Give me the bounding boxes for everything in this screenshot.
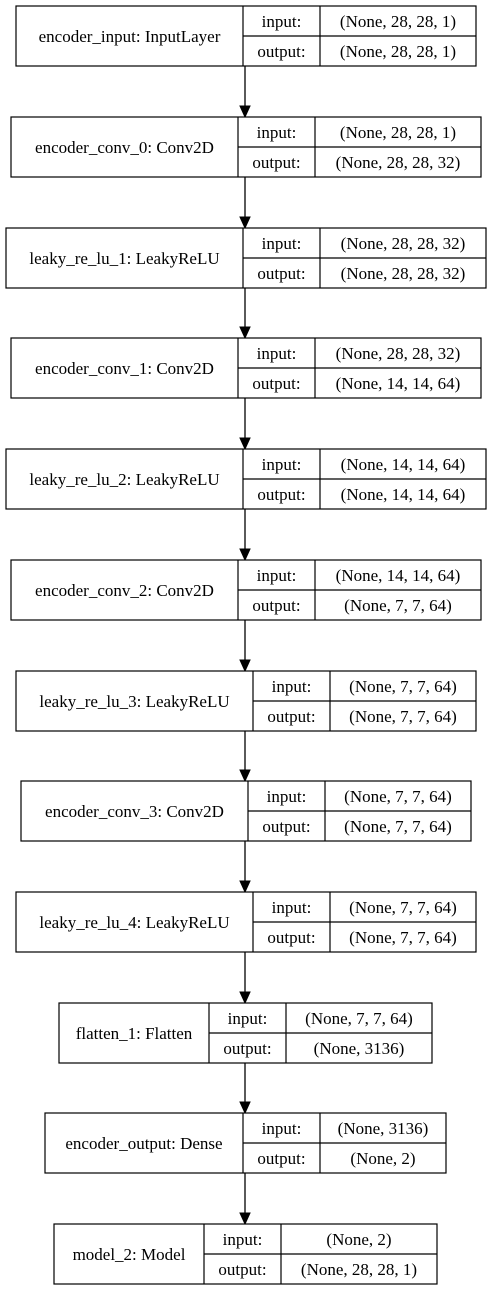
edge-arrow	[239, 66, 251, 119]
layer-node: leaky_re_lu_4: LeakyReLU input: (None, 7, …	[15, 891, 477, 953]
input-label: input:	[228, 1009, 268, 1028]
input-label: input:	[257, 566, 297, 585]
input-shape: (None, 7, 7, 64)	[349, 677, 457, 696]
layer-name: encoder_conv_1: Conv2D	[35, 359, 214, 378]
output-label: output:	[257, 42, 305, 61]
arrowhead	[239, 880, 251, 894]
layer-name: model_2: Model	[73, 1245, 186, 1264]
input-shape: (None, 14, 14, 64)	[336, 566, 461, 585]
output-shape: (None, 7, 7, 64)	[349, 928, 457, 947]
layer-node: encoder_conv_1: Conv2D input: (None, 28, 2…	[10, 337, 482, 399]
layer-name: encoder_input: InputLayer	[39, 27, 221, 46]
layer-name: encoder_conv_0: Conv2D	[35, 138, 214, 157]
layer-name: encoder_conv_3: Conv2D	[45, 802, 224, 821]
output-shape: (None, 28, 28, 32)	[341, 264, 466, 283]
output-shape: (None, 28, 28, 1)	[301, 1260, 417, 1279]
input-shape: (None, 28, 28, 1)	[340, 12, 456, 31]
input-label: input:	[262, 455, 302, 474]
layer-node: model_2: Model input: (None, 2) output: (Non…	[53, 1223, 438, 1285]
arrowhead	[239, 105, 251, 119]
edge-arrow	[239, 398, 251, 451]
layer-name: flatten_1: Flatten	[76, 1024, 193, 1043]
layer-node: leaky_re_lu_1: LeakyReLU input: (None, 28,…	[5, 227, 487, 289]
layer-node: encoder_conv_0: Conv2D input: (None, 28, 2…	[10, 116, 482, 178]
layer-node: encoder_input: InputLayer input: (None, 28…	[15, 5, 477, 67]
output-label: output:	[252, 153, 300, 172]
layer-name: leaky_re_lu_2: LeakyReLU	[29, 470, 219, 489]
input-shape: (None, 7, 7, 64)	[344, 787, 452, 806]
layer-node: leaky_re_lu_2: LeakyReLU input: (None, 14,…	[5, 448, 487, 510]
layer-name: leaky_re_lu_3: LeakyReLU	[39, 692, 229, 711]
edge-arrow	[239, 620, 251, 673]
layer-name: encoder_output: Dense	[65, 1134, 222, 1153]
output-label: output:	[252, 374, 300, 393]
edge-arrow	[239, 177, 251, 230]
output-label: output:	[223, 1039, 271, 1058]
output-label: output:	[252, 596, 300, 615]
arrowhead	[239, 769, 251, 783]
input-shape: (None, 3136)	[338, 1119, 429, 1138]
layer-name: encoder_conv_2: Conv2D	[35, 581, 214, 600]
input-shape: (None, 14, 14, 64)	[341, 455, 466, 474]
arrowhead	[239, 216, 251, 230]
input-label: input:	[262, 12, 302, 31]
output-label: output:	[267, 928, 315, 947]
output-shape: (None, 14, 14, 64)	[341, 485, 466, 504]
output-shape: (None, 3136)	[314, 1039, 405, 1058]
input-label: input:	[272, 898, 312, 917]
input-shape: (None, 7, 7, 64)	[305, 1009, 413, 1028]
input-shape: (None, 28, 28, 1)	[340, 123, 456, 142]
arrowhead	[239, 1212, 251, 1226]
edge-arrow	[239, 1063, 251, 1115]
input-label: input:	[257, 344, 297, 363]
layer-node: encoder_output: Dense input: (None, 3136) o…	[44, 1112, 447, 1174]
output-shape: (None, 14, 14, 64)	[336, 374, 461, 393]
output-label: output:	[267, 707, 315, 726]
input-label: input:	[272, 677, 312, 696]
edge-arrow	[239, 841, 251, 894]
output-shape: (None, 7, 7, 64)	[349, 707, 457, 726]
layer-name: leaky_re_lu_4: LeakyReLU	[39, 913, 229, 932]
input-label: input:	[262, 1119, 302, 1138]
input-shape: (None, 2)	[326, 1230, 391, 1249]
output-shape: (None, 28, 28, 1)	[340, 42, 456, 61]
output-label: output:	[257, 264, 305, 283]
layer-node: encoder_conv_3: Conv2D input: (None, 7, 7,…	[20, 780, 472, 842]
edge-arrow	[239, 509, 251, 562]
input-shape: (None, 7, 7, 64)	[349, 898, 457, 917]
layer-node: flatten_1: Flatten input: (None, 7, 7, 64)…	[58, 1002, 433, 1064]
arrowhead	[239, 659, 251, 673]
output-label: output:	[262, 817, 310, 836]
output-shape: (None, 7, 7, 64)	[344, 596, 452, 615]
layer-name: leaky_re_lu_1: LeakyReLU	[29, 249, 219, 268]
arrowhead	[239, 991, 251, 1005]
edge-arrow	[239, 1173, 251, 1226]
input-label: input:	[257, 123, 297, 142]
input-shape: (None, 28, 28, 32)	[341, 234, 466, 253]
arrowhead	[239, 437, 251, 451]
input-label: input:	[223, 1230, 263, 1249]
output-shape: (None, 28, 28, 32)	[336, 153, 461, 172]
arrowhead	[239, 548, 251, 562]
arrowhead	[239, 1101, 251, 1115]
output-shape: (None, 7, 7, 64)	[344, 817, 452, 836]
output-shape: (None, 2)	[350, 1149, 415, 1168]
output-label: output:	[218, 1260, 266, 1279]
output-label: output:	[257, 1149, 305, 1168]
output-label: output:	[257, 485, 305, 504]
nodes: encoder_input: InputLayer input: (None, 28…	[5, 5, 487, 1285]
layer-node: encoder_conv_2: Conv2D input: (None, 14, 1…	[10, 559, 482, 621]
input-label: input:	[267, 787, 307, 806]
input-shape: (None, 28, 28, 32)	[336, 344, 461, 363]
edge-arrow	[239, 288, 251, 340]
edges	[239, 66, 251, 1226]
input-label: input:	[262, 234, 302, 253]
arrowhead	[239, 326, 251, 340]
edge-arrow	[239, 731, 251, 783]
edge-arrow	[239, 952, 251, 1005]
layer-node: leaky_re_lu_3: LeakyReLU input: (None, 7, …	[15, 670, 477, 732]
